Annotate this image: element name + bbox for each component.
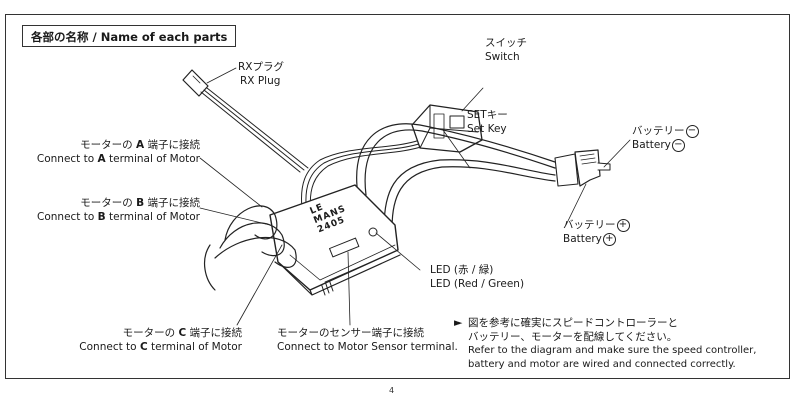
label-switch: スイッチ Switch xyxy=(485,37,527,63)
label-motor-b: モーターの B 端子に接続 Connect to B terminal of M… xyxy=(37,197,200,223)
battery-connector xyxy=(554,149,611,187)
minus-circle-icon: − xyxy=(685,124,699,138)
label-set-key: SETキー Set Key xyxy=(467,109,508,135)
page-number: 4 xyxy=(389,386,395,395)
label-battery-plus: バッテリー+ Battery+ xyxy=(563,218,630,246)
plus-circle-icon: + xyxy=(602,232,616,246)
label-rx-plug: RXプラグ RX Plug xyxy=(238,61,284,87)
plus-circle-icon: + xyxy=(616,218,630,232)
label-motor-c: モーターの C 端子に接続 Connect to C terminal of M… xyxy=(79,327,242,353)
triangle-arrow-icon: ► xyxy=(454,316,463,329)
battery-wires xyxy=(356,123,556,246)
label-sensor: モーターのセンサー端子に接続 Connect to Motor Sensor t… xyxy=(277,327,458,353)
diagram-frame xyxy=(5,14,790,379)
esc-body xyxy=(269,184,401,296)
leader-lines xyxy=(199,67,631,326)
label-battery-minus: バッテリー− Battery− xyxy=(632,124,699,152)
label-led: LED (赤 / 緑) LED (Red / Green) xyxy=(430,264,525,290)
wiring-note: ► 図を参考に確実にスピードコントローラーと バッテリー、モーターを配線してくだ… xyxy=(454,316,757,370)
label-motor-a: モーターの A 端子に接続 Connect to A terminal of M… xyxy=(36,139,200,165)
motor-wires xyxy=(203,205,297,291)
section-title: 各部の名称 / Name of each parts xyxy=(22,25,237,47)
minus-circle-icon: − xyxy=(671,138,685,152)
rx-plug xyxy=(182,69,309,173)
